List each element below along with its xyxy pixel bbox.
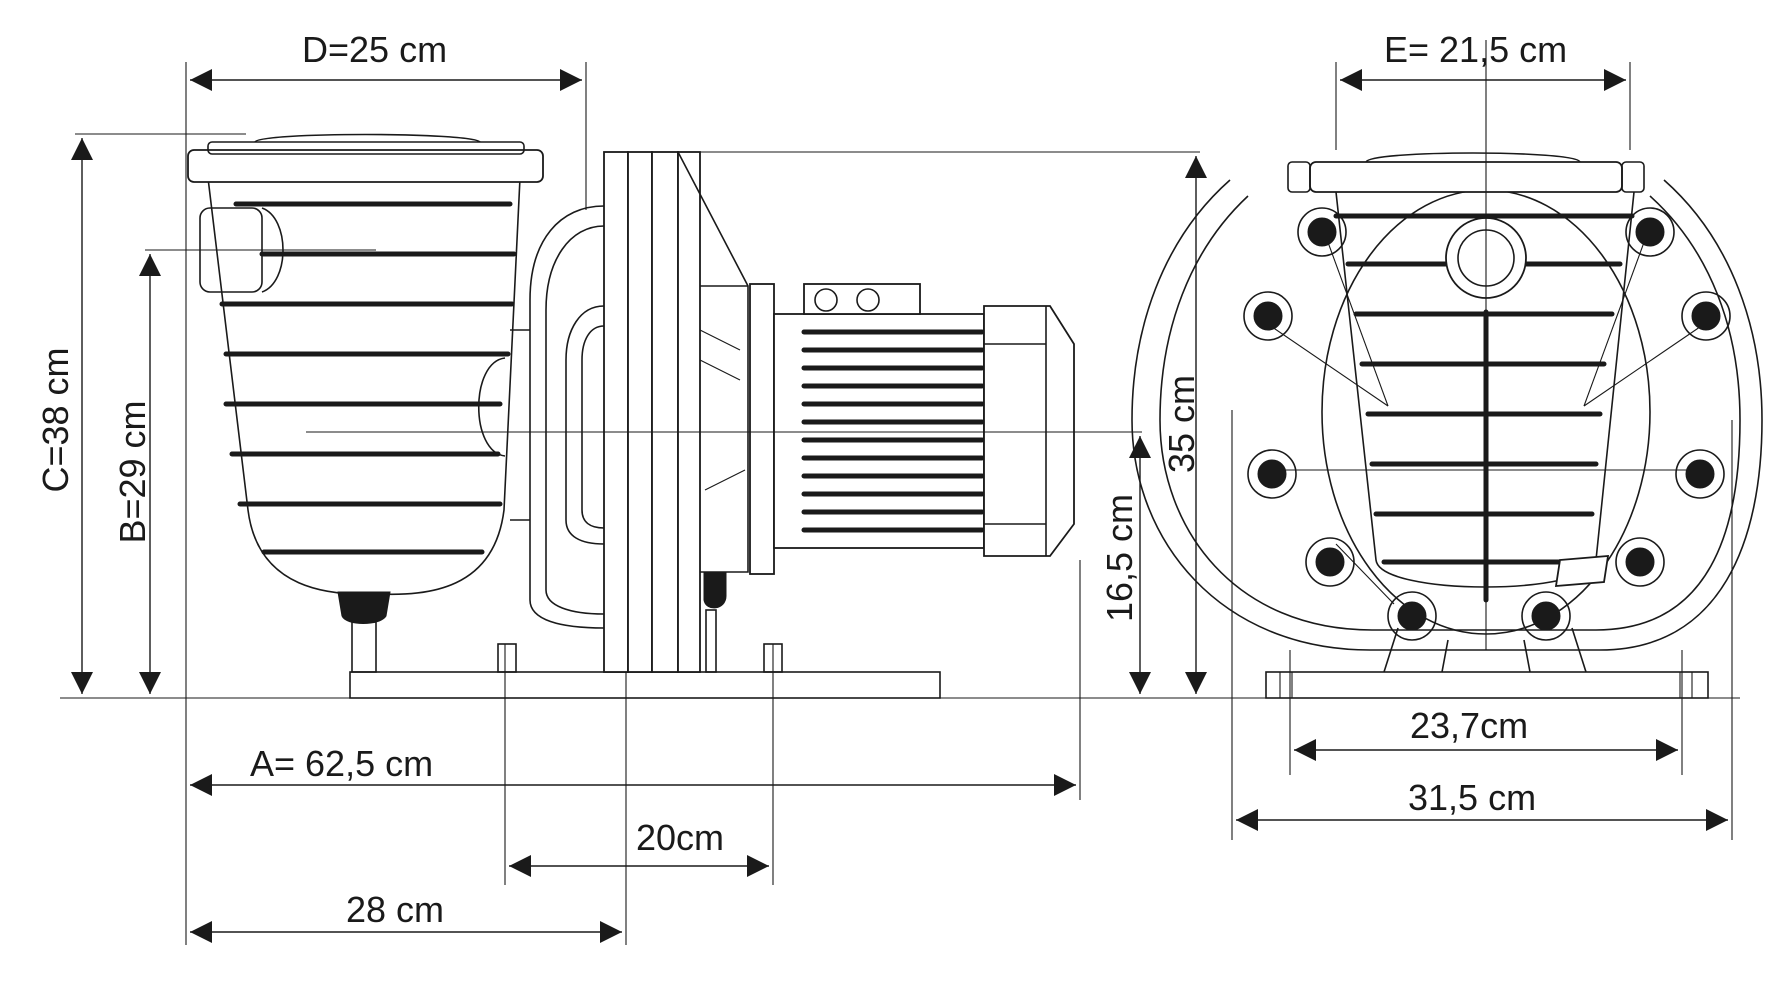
strainer-basket: [187, 133, 544, 673]
pump-volute: [510, 205, 605, 629]
pump-flange: [603, 151, 749, 673]
front-base-plate: [1265, 671, 1709, 699]
volute-bolts: [1243, 207, 1731, 641]
label-c: C=38 cm: [35, 347, 76, 492]
label-a: A= 62,5 cm: [250, 743, 433, 784]
base-foot-left: [497, 643, 517, 673]
volute-outline: [1131, 179, 1763, 651]
label-d: D=25 cm: [302, 29, 447, 70]
base-plate: [349, 671, 941, 699]
front-view: E= 21,5 cm 23,7cm 31,5 cm: [1131, 29, 1763, 840]
side-view: D=25 cm C=38 cm B=29 cm 35 cm 16,5 cm A=…: [35, 29, 1740, 945]
label-e: E= 21,5 cm: [1384, 29, 1567, 70]
label-35: 35 cm: [1161, 375, 1202, 473]
label-165: 16,5 cm: [1099, 494, 1140, 622]
label-237: 23,7cm: [1410, 705, 1528, 746]
label-20: 20cm: [636, 817, 724, 858]
label-b: B=29 cm: [112, 400, 153, 543]
label-315: 31,5 cm: [1408, 777, 1536, 818]
label-28: 28 cm: [346, 889, 444, 930]
motor: [749, 283, 1075, 575]
